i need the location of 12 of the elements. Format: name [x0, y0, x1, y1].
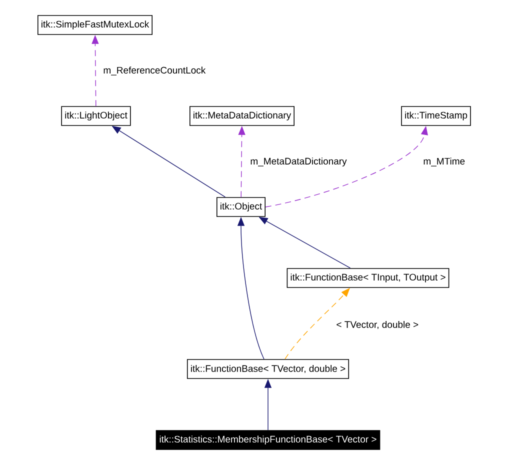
class-box: itk::LightObject — [61, 106, 131, 126]
class-box: itk::FunctionBase< TInput, TOutput > — [286, 268, 450, 288]
edge-label: m_ReferenceCountLock — [102, 66, 207, 76]
class-box: itk::Object — [216, 197, 266, 217]
class-box: itk::Statistics::MembershipFunctionBase< TVector > — [156, 430, 380, 450]
edge-label: < TVector, double > — [335, 320, 420, 330]
class-box: itk::FunctionBase< TVector, double > — [186, 359, 350, 379]
class-box: itk::SimpleFastMutexLock — [38, 15, 153, 35]
class-box: itk::MetaDataDictionary — [190, 106, 294, 126]
edge-label: m_MetaDataDictionary — [249, 156, 348, 168]
edge-label: m_MTime — [422, 156, 466, 168]
class-box: itk::TimeStamp — [401, 106, 471, 126]
